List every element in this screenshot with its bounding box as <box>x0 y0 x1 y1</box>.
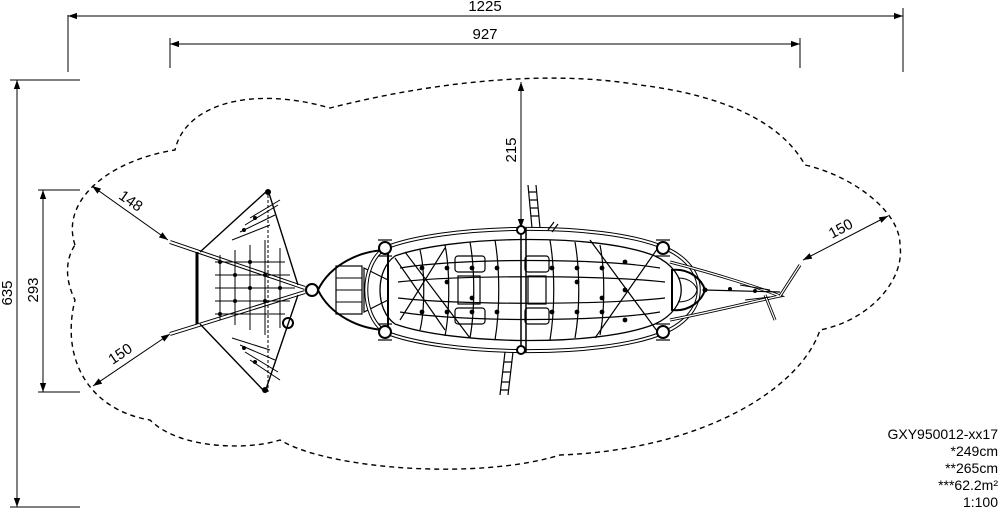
rope-ladder-bottom <box>499 351 514 396</box>
hull-rope-net <box>394 239 666 341</box>
overall-height-label: 635 <box>0 280 16 305</box>
bow-knots <box>702 287 757 293</box>
inner-height-label: 293 <box>25 277 42 302</box>
main-hull <box>364 226 701 354</box>
tail-fin-frame <box>169 188 306 394</box>
spec-block: GXY950012-xx17 *249cm **265cm ***62.2m² … <box>887 426 998 511</box>
tail-fin-knots <box>218 189 282 393</box>
dimension-overall-height: 635 <box>0 79 80 508</box>
tail-ring <box>282 317 294 329</box>
dimension-left-lower-clearance: 150 <box>92 333 171 387</box>
left-lower-clearance-label: 150 <box>105 340 135 368</box>
bow-section <box>669 260 802 322</box>
dimension-inner-height: 293 <box>25 189 80 393</box>
right-clearance-label: 150 <box>826 216 856 243</box>
hull-net-knots <box>419 259 628 323</box>
dimension-overall-width: 1225 <box>67 0 904 72</box>
tail-fin-net <box>215 199 295 381</box>
area: ***62.2m² <box>938 477 998 493</box>
tail-connector <box>305 283 319 297</box>
scale: 1:100 <box>962 494 998 510</box>
post-joint-marks <box>378 239 670 341</box>
height-1: *249cm <box>950 443 998 459</box>
dimension-right-clearance: 150 <box>802 215 889 261</box>
safety-zone-outline <box>66 77 902 470</box>
dimension-top-clearance: 215 <box>503 82 525 228</box>
overall-width-label: 1225 <box>468 0 501 15</box>
model-number: GXY950012-xx17 <box>887 426 998 442</box>
height-2: **265cm <box>945 460 998 476</box>
rope-ladder-top <box>527 184 559 233</box>
inner-width-label: 927 <box>472 26 497 43</box>
dimension-inner-width: 927 <box>169 26 801 68</box>
hull-panels <box>454 255 550 325</box>
left-upper-clearance-label: 148 <box>115 187 145 215</box>
top-clearance-label: 215 <box>503 137 520 162</box>
post-joints <box>378 225 670 355</box>
head-platform <box>316 248 389 332</box>
dimension-left-upper-clearance: 148 <box>91 185 169 241</box>
